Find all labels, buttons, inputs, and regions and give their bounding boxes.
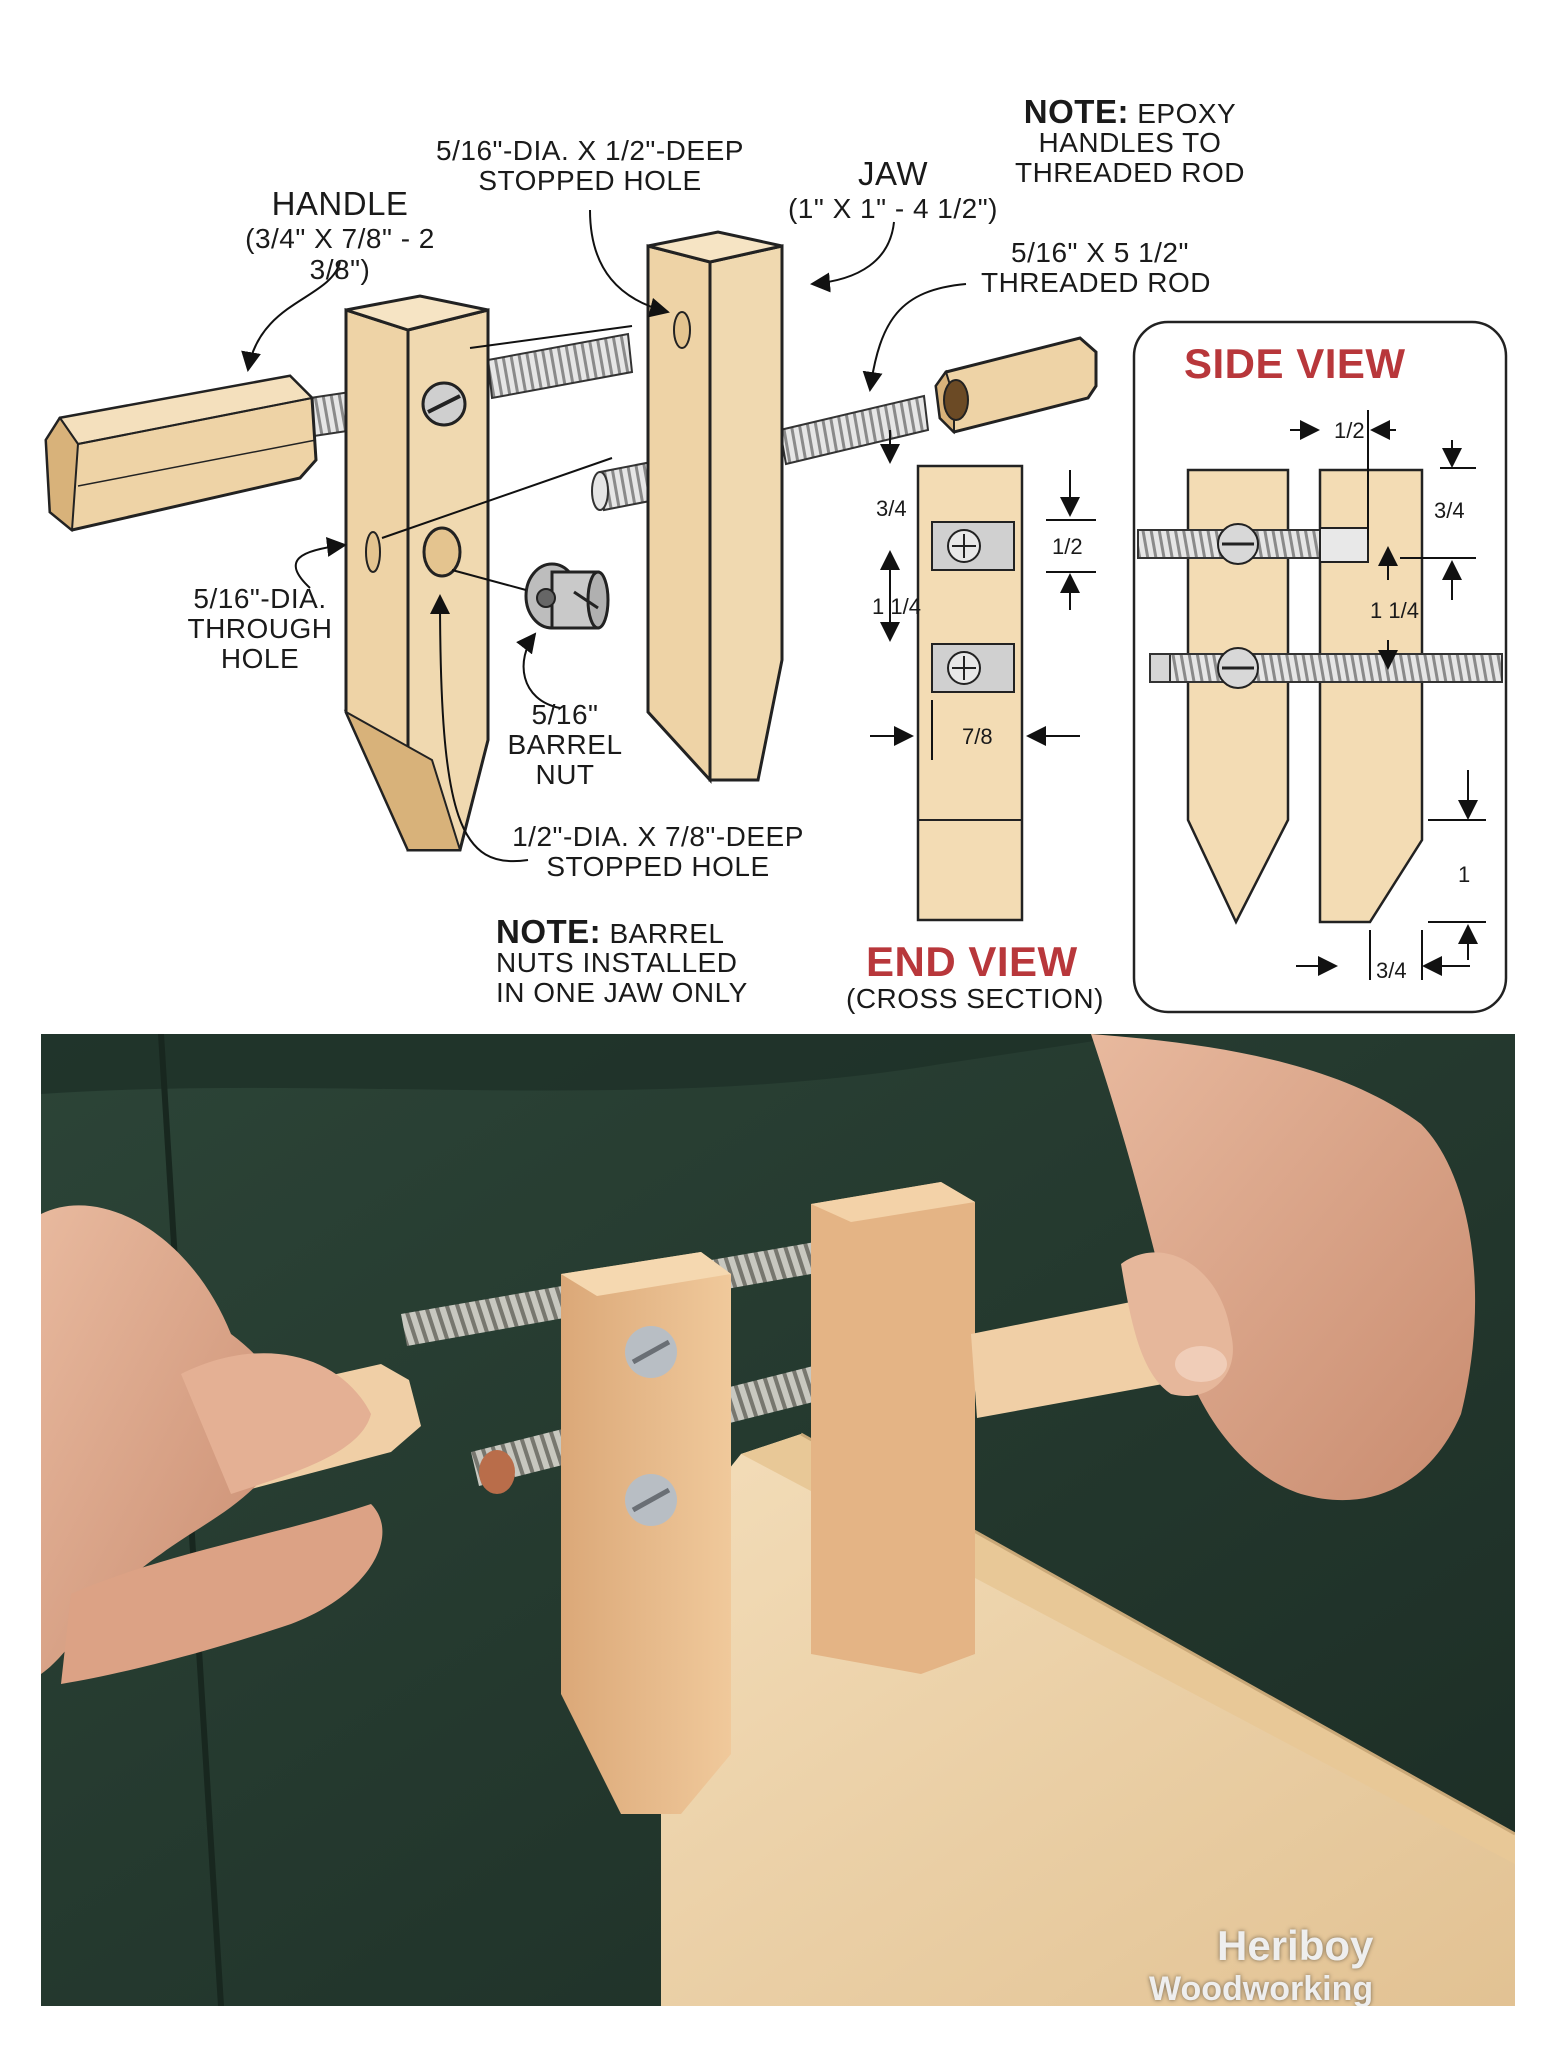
leader-lines — [241, 209, 967, 863]
end-view-section — [870, 430, 1096, 922]
threaded-rod-right — [778, 394, 930, 466]
stopped-hole-bottom-line1: 1/2"-DIA. x 7/8"-DEEP — [512, 821, 804, 852]
exploded-view-drawing — [44, 209, 1508, 1014]
through-hole-line3: HOLE — [220, 643, 300, 674]
photo-left-jaw — [561, 1252, 731, 1814]
barrel-nut-part — [524, 562, 610, 630]
note-epoxy-line1: NOTE: EPOXY — [1000, 93, 1260, 130]
technical-drawing: HANDLE (3/4" x 7/8" - 2 3/8") 5/16"-DIA.… — [44, 93, 1508, 1014]
side-dim-taper-width: 3/4 — [1376, 958, 1407, 983]
note-epoxy-rest1: EPOXY — [1137, 98, 1237, 129]
end-dim-top-right: 1/2 — [1052, 534, 1083, 559]
jaw-dims-label: (1" x 1" - 4 1/2") — [787, 193, 998, 224]
jaw-label: JAW — [858, 155, 928, 192]
note-barrel-rest1: BARREL — [609, 918, 725, 949]
end-dim-width: 7/8 — [962, 724, 993, 749]
handle-dims-label: (3/4" x 7/8" - 2 3/8") — [245, 223, 435, 285]
watermark-line2: Woodworking — [1149, 1970, 1374, 2006]
note-barrel-line2: NUTS INSTALLED — [496, 947, 738, 978]
end-dim-middle: 1 1/4 — [872, 594, 921, 619]
handle-part — [44, 374, 318, 532]
side-dim-taper-height: 1 — [1458, 862, 1471, 887]
side-dim-top: 1/2 — [1334, 418, 1365, 443]
handle-label: HANDLE — [271, 185, 409, 222]
note-barrel-head: NOTE: — [496, 913, 602, 950]
note-epoxy-line2: HANDLES TO — [1038, 127, 1222, 158]
stopped-hole-bottom-line2: STOPPED HOLE — [546, 851, 770, 882]
through-hole-line2: THROUGH — [187, 613, 333, 644]
barrel-nut-line3: NUT — [535, 759, 595, 790]
side-dim-middle: 1 1/4 — [1370, 598, 1419, 623]
side-view-section — [1132, 320, 1508, 1014]
photo-illustration — [41, 1034, 1515, 2006]
end-view-subtitle: (CROSS SECTION) — [846, 983, 1104, 1014]
side-view-title: SIDE VIEW — [1184, 340, 1406, 387]
hex-handle-end — [934, 336, 1098, 435]
threaded-rod-line1: 5/16" x 5 1/2" — [1011, 237, 1189, 268]
clamp-photo: Heriboy Woodworking — [41, 1034, 1515, 2006]
barrel-nut-line2: BARREL — [507, 729, 623, 760]
right-jaw-part — [646, 230, 784, 784]
photo-right-jaw — [811, 1182, 975, 1674]
end-dim-top-left: 3/4 — [876, 496, 907, 521]
photo-right-hand — [1091, 1034, 1476, 1501]
photo-left-hand — [41, 1205, 383, 1684]
note-barrel-line3: IN ONE JAW ONLY — [496, 977, 748, 1008]
stopped-hole-top-line1: 5/16"-DIA. x 1/2"-DEEP — [436, 135, 744, 166]
side-dim-right-top: 3/4 — [1434, 498, 1465, 523]
note-epoxy-head: NOTE: — [1023, 93, 1129, 130]
note-epoxy-line3: THREADED ROD — [1014, 157, 1245, 188]
stopped-hole-top-line2: STOPPED HOLE — [478, 165, 702, 196]
barrel-nut-line1: 5/16" — [531, 699, 599, 730]
note-barrel-line1: NOTE: BARREL — [496, 913, 796, 950]
threaded-rod-line2: THREADED ROD — [980, 267, 1211, 298]
through-hole-line1: 5/16"-DIA. — [193, 583, 327, 614]
end-view-title: END VIEW — [866, 938, 1078, 985]
watermark-line1: Heriboy — [1217, 1922, 1374, 1969]
left-jaw-part — [343, 294, 490, 852]
